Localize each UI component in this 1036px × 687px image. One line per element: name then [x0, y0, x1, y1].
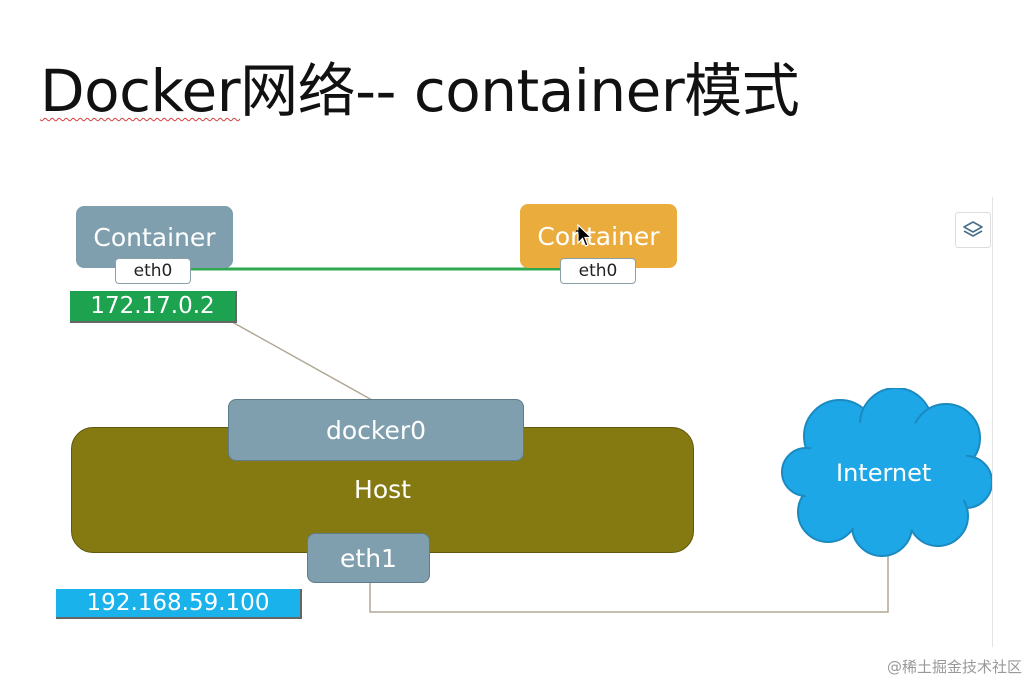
title-rest: 网络-- container模式 [240, 57, 800, 125]
panel-divider [992, 197, 993, 647]
docker0-bridge[interactable]: docker0 [228, 399, 524, 461]
host-eth1[interactable]: eth1 [307, 533, 430, 583]
host-label: Host [354, 474, 411, 504]
page-title: Docker网络-- container模式 [40, 44, 800, 128]
layers-button[interactable] [955, 212, 991, 248]
container-right-label: Container [537, 221, 660, 251]
eth1-to-internet-line [369, 546, 889, 613]
watermark-text: @稀土掘金技术社区 [886, 658, 1022, 676]
container-left-ip-label: 172.17.0.2 [90, 293, 215, 319]
move-cursor-icon [576, 223, 593, 247]
container-left[interactable]: Container [76, 206, 233, 268]
container-to-docker0-line [224, 317, 373, 401]
container-right-eth0-label: eth0 [578, 261, 618, 281]
internet-label: Internet [836, 459, 932, 487]
container-left-eth0-label: eth0 [133, 261, 173, 281]
container-left-eth0: eth0 [115, 258, 191, 284]
host-eth1-label: eth1 [340, 543, 397, 573]
container-right[interactable]: Container [520, 204, 677, 268]
container-right-eth0: eth0 [560, 258, 636, 284]
container-left-ip: 172.17.0.2 [70, 291, 237, 323]
host-ip: 192.168.59.100 [56, 589, 302, 619]
layers-icon [963, 221, 983, 237]
docker0-label: docker0 [325, 415, 427, 445]
container-left-label: Container [93, 222, 216, 252]
host-ip-label: 192.168.59.100 [86, 590, 270, 616]
title-docker-word: Docker [40, 57, 241, 125]
internet-cloud-icon[interactable] [778, 388, 994, 558]
